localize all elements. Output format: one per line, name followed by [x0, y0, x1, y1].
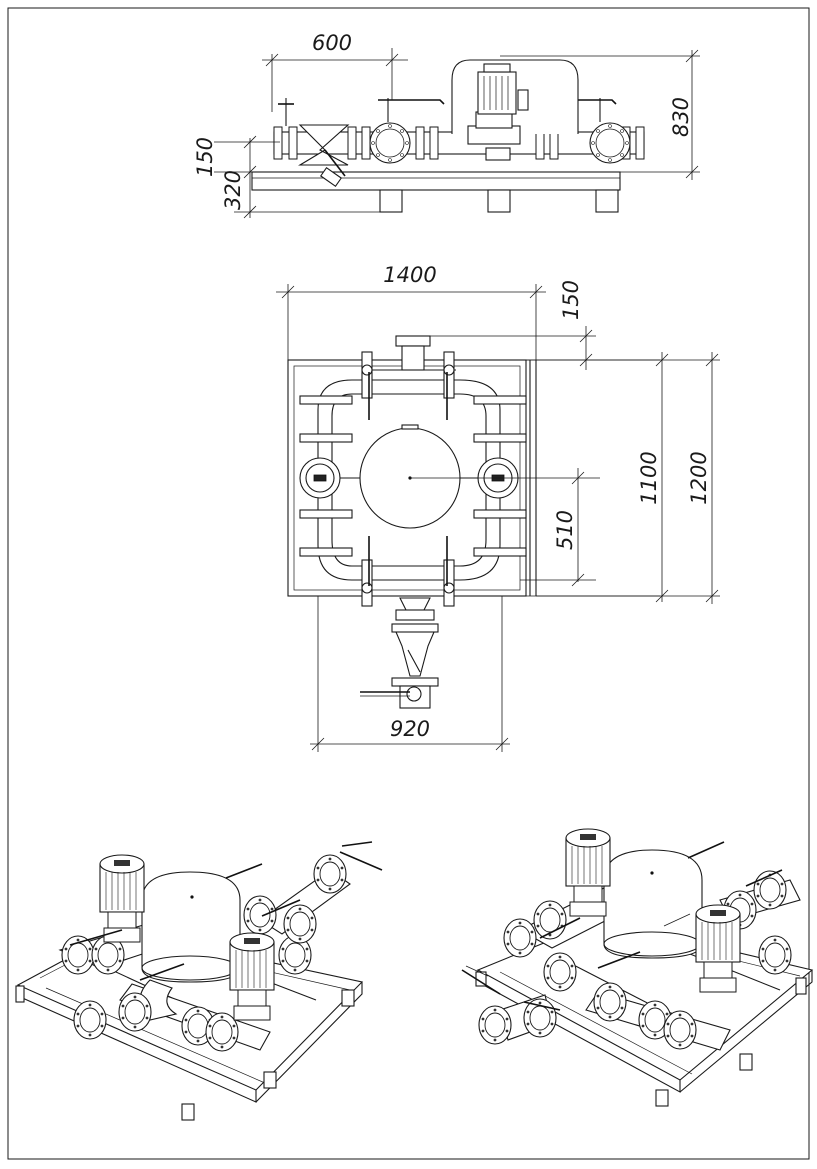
dim-150-320	[214, 135, 384, 219]
dim-320-label: 320	[221, 170, 245, 210]
plan-bottom-outlet	[360, 597, 439, 709]
tee-flange-left	[369, 122, 411, 164]
front-view: 600 830 150 320	[193, 31, 700, 219]
dim-1200	[526, 352, 720, 604]
plan-valves-bottom	[361, 536, 455, 607]
isometric-view-right	[461, 828, 814, 1107]
dim-1100-label: 1100	[637, 451, 661, 504]
dim-plan-150-label: 150	[559, 280, 583, 320]
tee-flange-right	[589, 122, 631, 164]
dim-830	[500, 49, 700, 180]
base-foot-right	[595, 189, 619, 213]
plan-view: 1400 150 1100 1200	[276, 263, 720, 752]
dim-830-label: 830	[669, 97, 693, 137]
dim-600	[262, 48, 408, 112]
base-foot-left	[379, 189, 403, 213]
dim-920	[310, 596, 510, 752]
isometric-view-left	[15, 841, 383, 1121]
front-pump	[467, 63, 529, 161]
dim-1400	[276, 284, 546, 362]
base-foot-middle	[487, 189, 511, 213]
dim-510	[520, 468, 596, 587]
dim-1400-label: 1400	[383, 263, 436, 287]
dim-510-label: 510	[553, 510, 577, 550]
dim-1200-label: 1200	[687, 451, 711, 504]
plan-valves-top	[361, 351, 455, 420]
front-valve-handles	[278, 98, 617, 126]
dim-920-label: 920	[390, 717, 430, 741]
dim-600-label: 600	[312, 31, 352, 55]
plan-side-flanges	[299, 395, 527, 557]
dim-150-label: 150	[193, 137, 217, 177]
sheet-border	[7, 7, 810, 1160]
plan-top-outlet	[395, 335, 431, 347]
base-frame-beam	[251, 171, 621, 191]
